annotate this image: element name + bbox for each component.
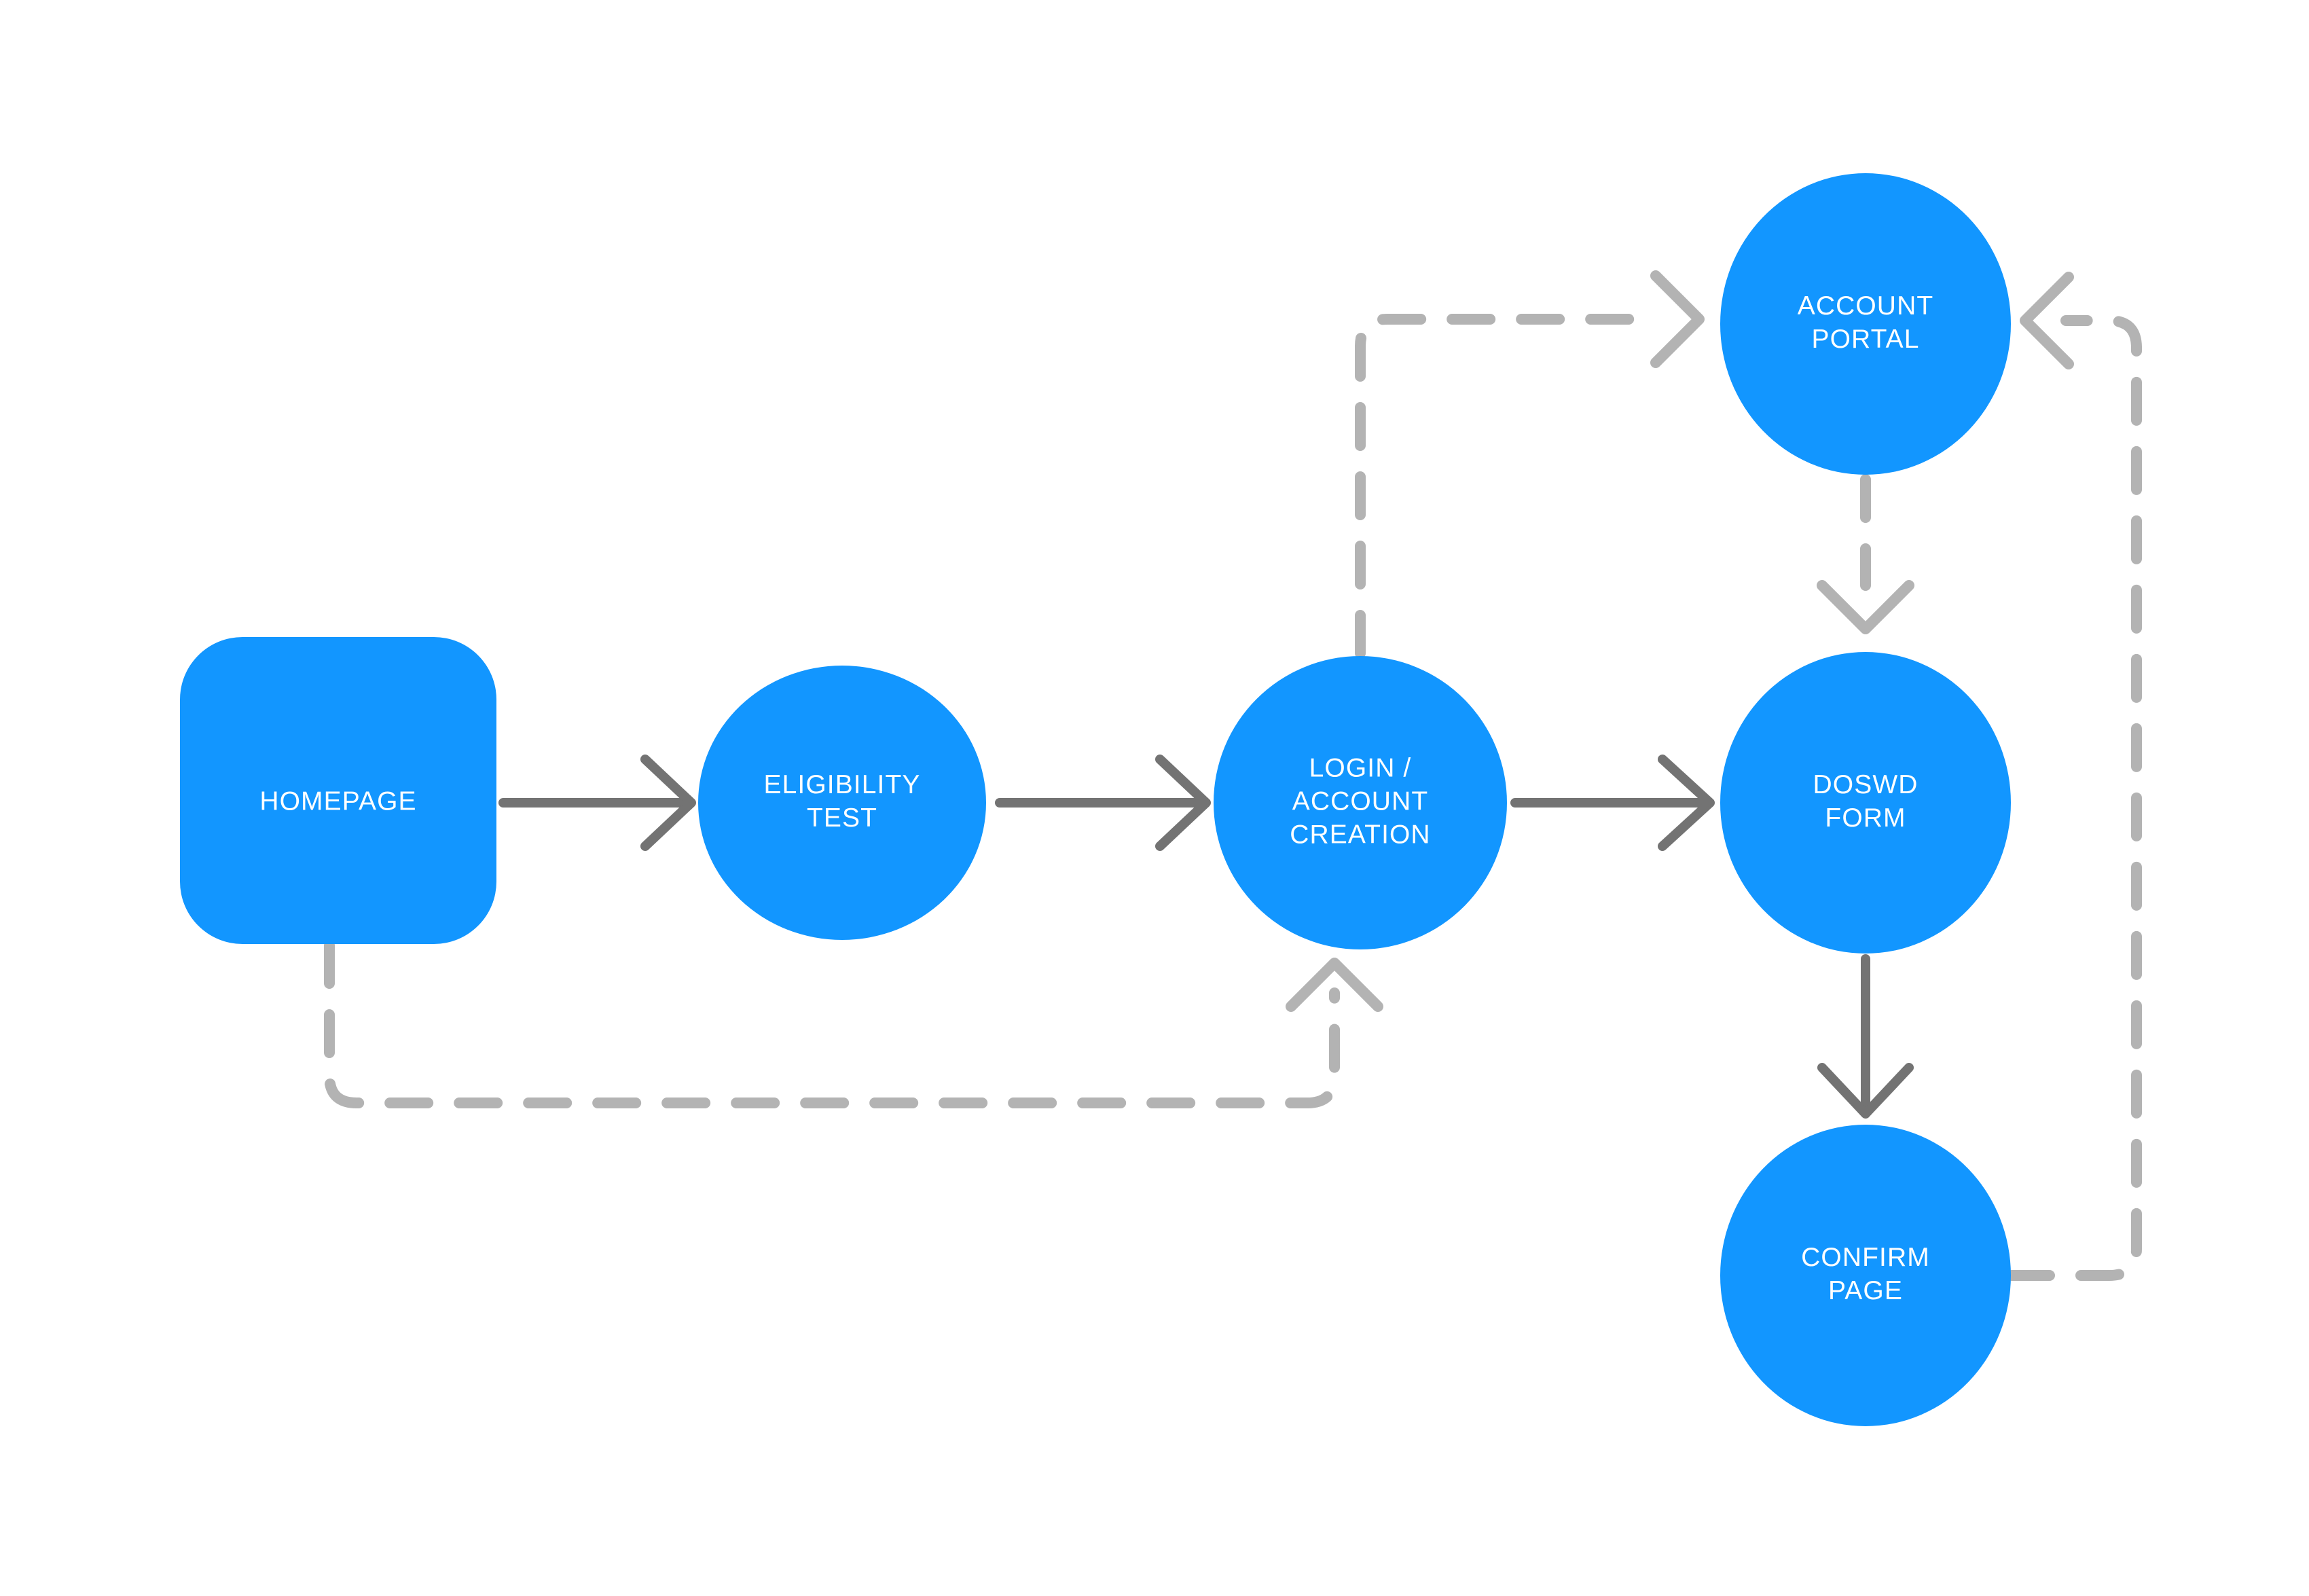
arrowhead-icon-account-portal-to-doswd — [1817, 580, 1914, 634]
edge-line-homepage-back-to-login — [324, 940, 1340, 1108]
arrowhead-icon-eligibility-to-login — [1155, 755, 1211, 851]
edge-confirm-back-to-account-portal — [2006, 272, 2142, 1281]
node-homepage[interactable]: HOMEPAGE — [180, 637, 496, 944]
arrowhead-icon-confirm-back-to-account-portal — [2020, 272, 2074, 369]
arrowhead-icon-doswd-to-confirm — [1817, 1063, 1914, 1119]
node-shape-confirm-page[interactable] — [1720, 1125, 2011, 1426]
edge-login-to-account-portal — [1355, 270, 1705, 659]
edge-login-to-doswd — [1510, 755, 1715, 851]
edge-line-login-to-account-portal — [1355, 314, 1662, 659]
node-shape-eligibility-test[interactable] — [698, 666, 986, 940]
node-shape-login-account-creation[interactable] — [1214, 656, 1507, 949]
arrowhead-icon-homepage-to-eligibility — [640, 755, 696, 851]
node-shape-homepage[interactable] — [180, 637, 496, 944]
arrowhead-icon-login-to-account-portal — [1650, 270, 1705, 368]
edge-line-confirm-back-to-account-portal — [2006, 315, 2142, 1281]
arrowhead-icon-login-to-doswd — [1658, 755, 1715, 851]
edge-account-portal-to-doswd — [1817, 474, 1914, 634]
edge-doswd-to-confirm — [1817, 954, 1914, 1119]
edge-homepage-back-to-login — [324, 940, 1383, 1108]
arrowhead-icon-homepage-back-to-login — [1286, 958, 1383, 1012]
node-shape-account-portal[interactable] — [1720, 173, 2011, 475]
edge-homepage-to-eligibility — [498, 755, 696, 851]
node-shape-doswd-form[interactable] — [1720, 652, 2011, 954]
edge-eligibility-to-login — [995, 755, 1211, 851]
edges-layer — [324, 270, 2142, 1281]
